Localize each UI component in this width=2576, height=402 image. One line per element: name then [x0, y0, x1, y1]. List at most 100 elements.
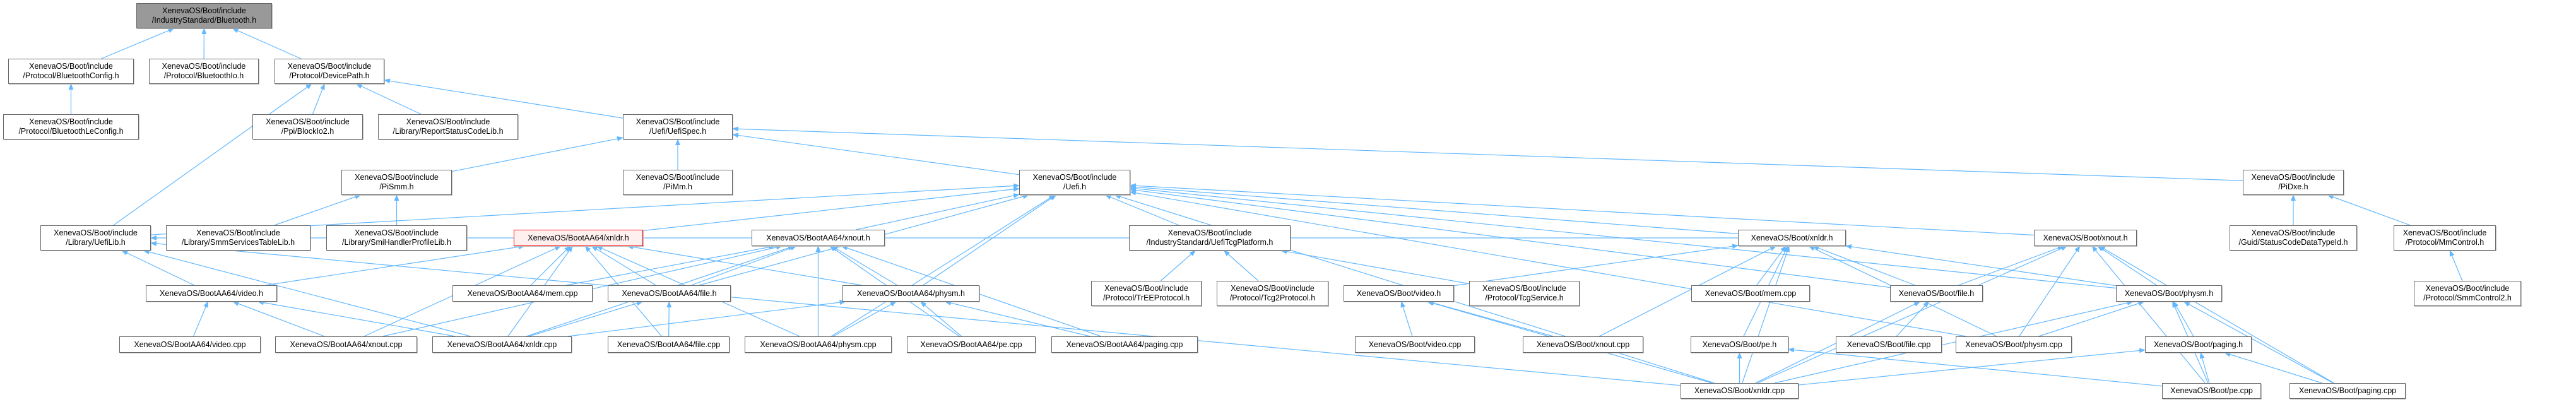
graph-node-uefilib[interactable]: XenevaOS/Boot/include/Library/UefiLib.h: [40, 225, 151, 251]
graph-node-b-xnldr-h[interactable]: XenevaOS/Boot/xnldr.h: [1738, 230, 1846, 246]
edge-aa_video_h-to-aa_xnldr_h: [265, 244, 525, 286]
graph-node-b-video-h[interactable]: XenevaOS/Boot/video.h: [1344, 285, 1454, 302]
node-label-line: /PiMm.h: [663, 182, 692, 191]
graph-node-uefispec[interactable]: XenevaOS/Boot/include/Uefi/UefiSpec.h: [623, 114, 733, 139]
graph-node-b-xnout-cpp[interactable]: XenevaOS/Boot/xnout.cpp: [1523, 336, 1643, 353]
edge-uefi-to-uefispec: [732, 133, 1020, 175]
graph-node-pismm[interactable]: XenevaOS/Boot/include/PiSmm.h: [341, 170, 452, 195]
graph-node-aa-file-cpp[interactable]: XenevaOS/BootAA64/file.cpp: [608, 336, 730, 353]
graph-node-tcgplatform[interactable]: XenevaOS/Boot/include/IndustryStandard/U…: [1129, 225, 1291, 251]
node-label-line: XenevaOS/Boot/include: [162, 62, 246, 71]
node-label-line: /Protocol/TrEEProtocol.h: [1102, 293, 1190, 302]
graph-node-b-physm-cpp[interactable]: XenevaOS/Boot/physm.cpp: [1956, 336, 2072, 353]
graph-node-aa-mem-cpp[interactable]: XenevaOS/BootAA64/mem.cpp: [452, 285, 593, 302]
graph-node-aa-video-cpp[interactable]: XenevaOS/BootAA64/video.cpp: [119, 336, 261, 353]
edge-aa_xnldr_cpp-to-aa_physm_h: [567, 300, 846, 337]
node-label-line: XenevaOS/Boot/video.cpp: [1368, 340, 1462, 349]
edge-b_physm_h-to-b_xnldr_h: [1845, 244, 2117, 287]
graph-node-aa-physm-h[interactable]: XenevaOS/BootAA64/physm.h: [842, 285, 979, 302]
node-label-line: XenevaOS/Boot/include: [54, 228, 138, 237]
edge-b_video_cpp-to-b_video_h: [1400, 301, 1413, 337]
graph-node-reportstatus[interactable]: XenevaOS/Boot/include/Library/ReportStat…: [378, 114, 518, 139]
graph-node-b-xnout-h[interactable]: XenevaOS/Boot/xnout.h: [2034, 230, 2137, 246]
node-label-line: XenevaOS/BootAA64/xnldr.cpp: [447, 340, 557, 349]
edge-b_paging_cpp-to-b_physm_h: [2183, 301, 2334, 384]
graph-node-aa-physm-cpp[interactable]: XenevaOS/BootAA64/physm.cpp: [745, 336, 892, 353]
graph-node-b-video-cpp[interactable]: XenevaOS/Boot/video.cpp: [1355, 336, 1475, 353]
node-label-line: /Library/SmmServicesTableLib.h: [181, 238, 295, 247]
edge-b_file_cpp-to-b_file_h: [1896, 301, 1930, 337]
graph-node-root[interactable]: XenevaOS/Boot/include/IndustryStandard/B…: [136, 3, 272, 28]
edge-b_physm_cpp-to-b_xnout_h: [2019, 245, 2081, 337]
graph-node-b-mem-cpp[interactable]: XenevaOS/Boot/mem.cpp: [1691, 285, 1810, 302]
node-label-line: XenevaOS/BootAA64/xnout.h: [766, 233, 870, 242]
graph-node-aa-pe-cpp[interactable]: XenevaOS/BootAA64/pe.cpp: [907, 336, 1036, 353]
node-label-line: XenevaOS/Boot/include: [1104, 284, 1188, 293]
edge-tree-to-tcgplatform: [1160, 250, 1196, 281]
graph-node-mmcontrol[interactable]: XenevaOS/Boot/include/Protocol/MmControl…: [2394, 225, 2496, 251]
graph-node-tcg2[interactable]: XenevaOS/Boot/include/Protocol/Tcg2Proto…: [1217, 281, 1328, 306]
graph-node-tree[interactable]: XenevaOS/Boot/include/Protocol/TrEEProto…: [1091, 281, 1202, 306]
node-label-line: /Protocol/BluetoothIo.h: [163, 71, 244, 80]
graph-node-statuscode[interactable]: XenevaOS/Boot/include/Guid/StatusCodeDat…: [2230, 225, 2357, 251]
edge-b_paging_h-to-b_physm_h: [2173, 301, 2194, 337]
node-label-line: XenevaOS/Boot/include: [287, 62, 372, 71]
edge-aa_physm_h-to-aa_xnout_h: [831, 245, 898, 286]
node-label-line: XenevaOS/Boot/include: [635, 173, 720, 182]
node-label-line: XenevaOS/Boot/include: [1482, 284, 1566, 293]
graph-node-b-file-h[interactable]: XenevaOS/Boot/file.h: [1890, 285, 1983, 302]
node-label-line: XenevaOS/Boot/include: [1032, 173, 1117, 182]
graph-node-b-pe-cpp[interactable]: XenevaOS/Boot/pe.cpp: [2162, 383, 2261, 399]
edge-smmservices-to-pismm: [274, 194, 362, 226]
node-label-line: /Library/ReportStatusCodeLib.h: [393, 127, 504, 136]
graph-node-smihandler[interactable]: XenevaOS/Boot/include/Library/SmiHandler…: [326, 225, 467, 251]
graph-node-b-paging-cpp[interactable]: XenevaOS/Boot/paging.cpp: [2289, 383, 2406, 399]
node-label-line: XenevaOS/Boot/include: [2251, 173, 2336, 182]
edge-bt_config-to-root: [101, 28, 175, 59]
edge-aa_mem_cpp-to-aa_xnldr_h: [530, 245, 571, 286]
edge-b_physm_cpp-to-b_physm_h: [2038, 301, 2145, 337]
graph-node-smmservices[interactable]: XenevaOS/Boot/include/Library/SmmService…: [166, 225, 310, 251]
graph-node-aa-xnout-cpp[interactable]: XenevaOS/BootAA64/xnout.cpp: [275, 336, 417, 353]
graph-node-b-file-cpp[interactable]: XenevaOS/Boot/file.cpp: [1836, 336, 1942, 353]
graph-node-blockio2[interactable]: XenevaOS/Boot/include/Ppi/BlockIo2.h: [252, 114, 363, 139]
graph-node-aa-xnldr-cpp[interactable]: XenevaOS/BootAA64/xnldr.cpp: [432, 336, 572, 353]
graph-node-b-pe-h[interactable]: XenevaOS/Boot/pe.h: [1691, 336, 1788, 353]
node-label-line: XenevaOS/Boot/xnout.cpp: [1536, 340, 1630, 349]
edge-aa_xnldr_cpp-to-aa_video_h: [257, 300, 456, 337]
graph-node-aa-video-h[interactable]: XenevaOS/BootAA64/video.h: [146, 285, 277, 302]
edge-uefilib-to-devpath: [113, 83, 312, 226]
graph-node-b-xnldr-cpp[interactable]: XenevaOS/Boot/xnldr.cpp: [1681, 383, 1799, 399]
edge-b_file_h-to-b_xnout_h: [1958, 245, 2064, 286]
graph-node-b-physm-h[interactable]: XenevaOS/Boot/physm.h: [2116, 285, 2222, 302]
graph-node-b-paging-h[interactable]: XenevaOS/Boot/paging.h: [2145, 336, 2252, 353]
graph-node-pimm[interactable]: XenevaOS/Boot/include/PiMm.h: [623, 170, 733, 195]
graph-node-tcgservice[interactable]: XenevaOS/Boot/include/Protocol/TcgServic…: [1469, 281, 1580, 306]
graph-node-bt-io[interactable]: XenevaOS/Boot/include/Protocol/Bluetooth…: [149, 59, 259, 84]
graph-node-pidxe[interactable]: XenevaOS/Boot/include/PiDxe.h: [2243, 170, 2344, 195]
edge-smmcontrol2-to-mmcontrol: [2449, 250, 2463, 281]
graph-node-aa-paging-cpp[interactable]: XenevaOS/BootAA64/paging.cpp: [1051, 336, 1198, 353]
edge-b_xnldr_cpp-to-b_xnldr_h: [1742, 245, 1790, 384]
node-label-line: /Library/SmiHandlerProfileLib.h: [342, 238, 451, 247]
node-label-line: XenevaOS/BootAA64/video.h: [159, 288, 263, 298]
edge-blockio2-to-devpath: [312, 83, 325, 115]
graph-node-smmcontrol2[interactable]: XenevaOS/Boot/include/Protocol/SmmContro…: [2414, 281, 2521, 306]
graph-node-uefi[interactable]: XenevaOS/Boot/include/Uefi.h: [1019, 170, 1130, 195]
graph-node-bt-le[interactable]: XenevaOS/Boot/include/Protocol/Bluetooth…: [3, 114, 139, 139]
graph-node-aa-xnout-h[interactable]: XenevaOS/BootAA64/xnout.h: [752, 230, 885, 246]
graph-node-bt-config[interactable]: XenevaOS/Boot/include/Protocol/Bluetooth…: [8, 59, 134, 84]
edge-aa_file_h-to-aa_xnout_h: [691, 245, 797, 286]
graph-node-devpath[interactable]: XenevaOS/Boot/include/Protocol/DevicePat…: [275, 59, 384, 84]
node-label-line: /IndustryStandard/Bluetooth.h: [151, 16, 257, 25]
edge-uefispec-to-devpath: [384, 78, 623, 119]
node-label-line: XenevaOS/BootAA64/file.cpp: [617, 340, 721, 349]
graph-node-aa-file-h[interactable]: XenevaOS/BootAA64/file.h: [608, 285, 731, 302]
graph-node-aa-xnldr-h[interactable]: XenevaOS/BootAA64/xnldr.h: [514, 230, 643, 246]
edge-b_video_h-to-b_xnldr_h: [1453, 244, 1739, 287]
edge-b_physm_h-to-b_xnout_h: [2097, 245, 2157, 286]
node-label-line: XenevaOS/Boot/include: [355, 173, 439, 182]
node-label-line: XenevaOS/Boot/xnldr.cpp: [1694, 386, 1785, 395]
node-label-line: XenevaOS/Boot/include: [2402, 228, 2487, 237]
